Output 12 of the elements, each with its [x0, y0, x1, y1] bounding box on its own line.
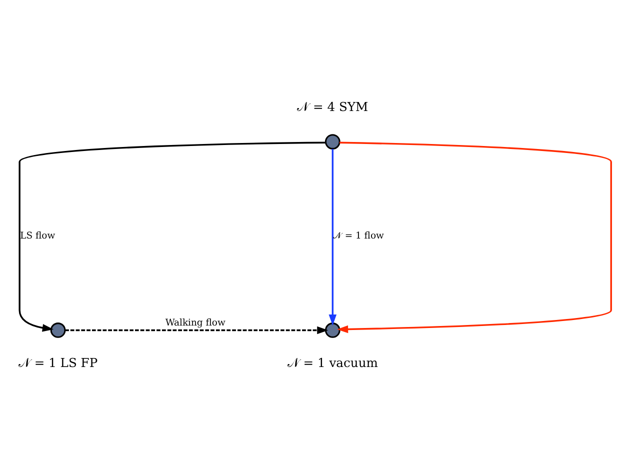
node-circle	[324, 322, 340, 338]
arrow	[328, 148, 337, 326]
edge-label: Walking flow	[165, 317, 226, 328]
node-label: 𝒩 = 1 vacuum	[287, 356, 378, 370]
arrow	[18, 142, 326, 332]
node-circle	[50, 322, 66, 338]
arrow	[336, 142, 612, 334]
arrow	[65, 326, 328, 334]
node-label: 𝒩 = 1 LS FP	[18, 356, 98, 370]
node-label: 𝒩 = 4 SYM	[297, 100, 368, 114]
edge-label: LS flow	[20, 230, 56, 242]
node-circle	[324, 134, 340, 150]
